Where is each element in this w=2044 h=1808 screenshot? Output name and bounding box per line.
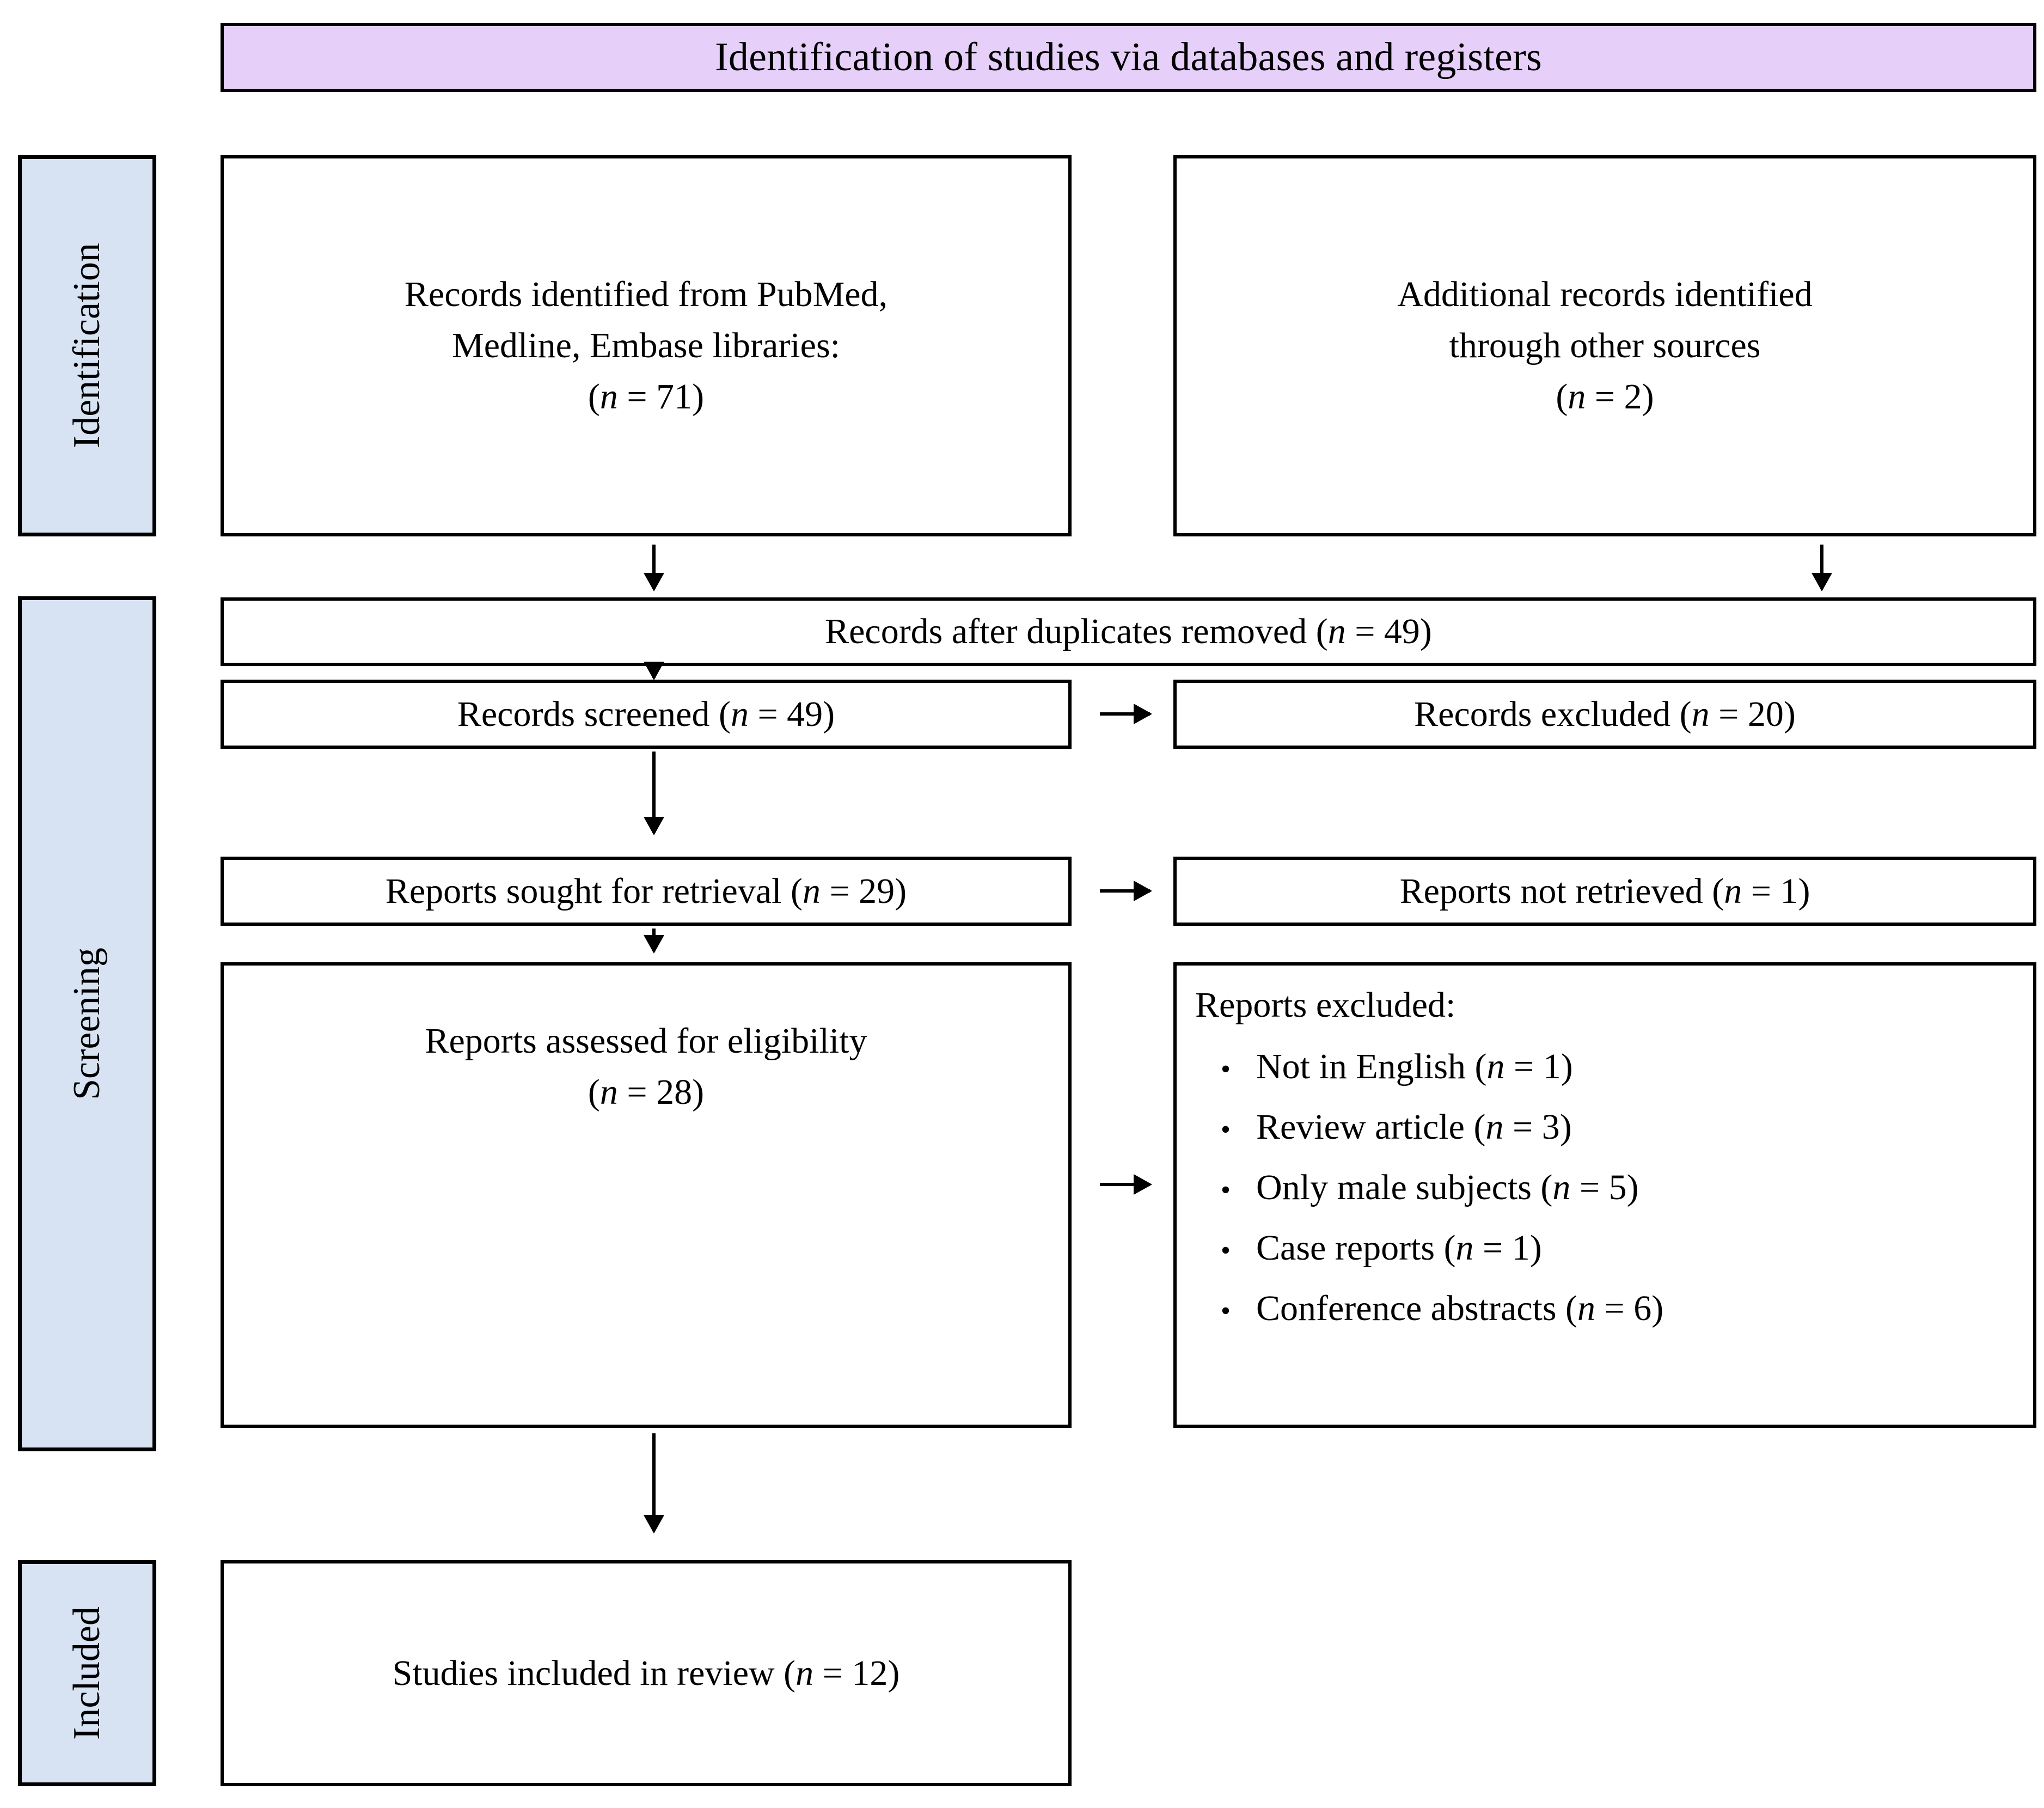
reports-excluded-list: • Not in English (n = 1) • Review articl… — [1195, 1045, 1663, 1348]
arrow-down-db-records-to-duplicates — [652, 545, 656, 589]
diagram-title: Identification of studies via databases … — [715, 35, 1542, 80]
bullet-icon: • — [1220, 1235, 1231, 1267]
screened-text: Records screened (n = 49) — [457, 694, 835, 734]
stage-label-included: Included — [66, 1607, 108, 1740]
duplicates-text: Records after duplicates removed (n = 49… — [825, 612, 1432, 652]
other-sources-count: (n = 2) — [1556, 376, 1654, 417]
bullet-icon: • — [1220, 1053, 1231, 1085]
stage-band-included: Included — [18, 1560, 156, 1786]
arrow-right-sought-to-not-retrieved — [1100, 889, 1150, 893]
box-records-identified-databases: Records identified from PubMed, Medline,… — [221, 155, 1072, 536]
eligibility-line1: Reports assessed for eligibility — [425, 1021, 867, 1061]
eligibility-count: (n = 28) — [588, 1072, 705, 1112]
stage-label-screening: Screening — [66, 948, 108, 1100]
box-reports-assessed-for-eligibility: Reports assessed for eligibility (n = 28… — [221, 962, 1072, 1428]
stage-band-identification: Identification — [18, 155, 156, 536]
bullet-icon: • — [1220, 1296, 1231, 1327]
box-reports-excluded: Reports excluded: • Not in English (n = … — [1173, 962, 2036, 1428]
other-sources-line2: through other sources — [1449, 326, 1761, 366]
included-text: Studies included in review (n = 12) — [392, 1653, 900, 1693]
arrow-down-sought-to-eligibility — [652, 929, 656, 951]
box-reports-not-retrieved: Reports not retrieved (n = 1) — [1173, 857, 2036, 926]
box-studies-included-in-review: Studies included in review (n = 12) — [221, 1560, 1072, 1786]
records-excluded-text: Records excluded (n = 20) — [1414, 694, 1796, 734]
arrow-right-screened-to-records-excluded — [1100, 712, 1150, 716]
box-additional-records-other-sources: Additional records identified through ot… — [1173, 155, 2036, 536]
list-item: • Conference abstracts (n = 6) — [1195, 1287, 1663, 1330]
box-records-screened: Records screened (n = 49) — [221, 680, 1072, 749]
list-item: • Only male subjects (n = 5) — [1195, 1166, 1663, 1209]
bullet-icon: • — [1220, 1114, 1231, 1145]
stage-band-screening: Screening — [18, 596, 156, 1451]
bullet-icon: • — [1220, 1175, 1231, 1206]
list-item: • Review article (n = 3) — [1195, 1105, 1663, 1149]
diagram-title-banner: Identification of studies via databases … — [221, 23, 2036, 92]
db-records-line1: Records identified from PubMed, — [404, 274, 888, 315]
list-item: • Case reports (n = 1) — [1195, 1226, 1663, 1269]
list-item: • Not in English (n = 1) — [1195, 1045, 1663, 1088]
db-records-line2: Medline, Embase libraries: — [452, 326, 840, 366]
stage-label-identification: Identification — [66, 243, 108, 449]
arrow-right-eligibility-to-reports-excluded — [1100, 1183, 1150, 1186]
sought-text: Reports sought for retrieval (n = 29) — [385, 871, 907, 911]
other-sources-line1: Additional records identified — [1397, 274, 1813, 315]
not-retrieved-text: Reports not retrieved (n = 1) — [1399, 871, 1810, 911]
arrow-down-screened-to-sought — [652, 752, 656, 833]
arrow-down-other-sources-to-duplicates — [1820, 545, 1823, 589]
arrow-down-duplicates-to-screened — [652, 666, 656, 678]
db-records-count: (n = 71) — [588, 376, 705, 417]
reports-excluded-heading: Reports excluded: — [1195, 985, 1456, 1025]
box-records-excluded: Records excluded (n = 20) — [1173, 680, 2036, 749]
box-records-after-duplicates-removed: Records after duplicates removed (n = 49… — [221, 597, 2036, 666]
box-reports-sought-for-retrieval: Reports sought for retrieval (n = 29) — [221, 857, 1072, 926]
arrow-down-eligibility-to-included — [652, 1433, 656, 1531]
